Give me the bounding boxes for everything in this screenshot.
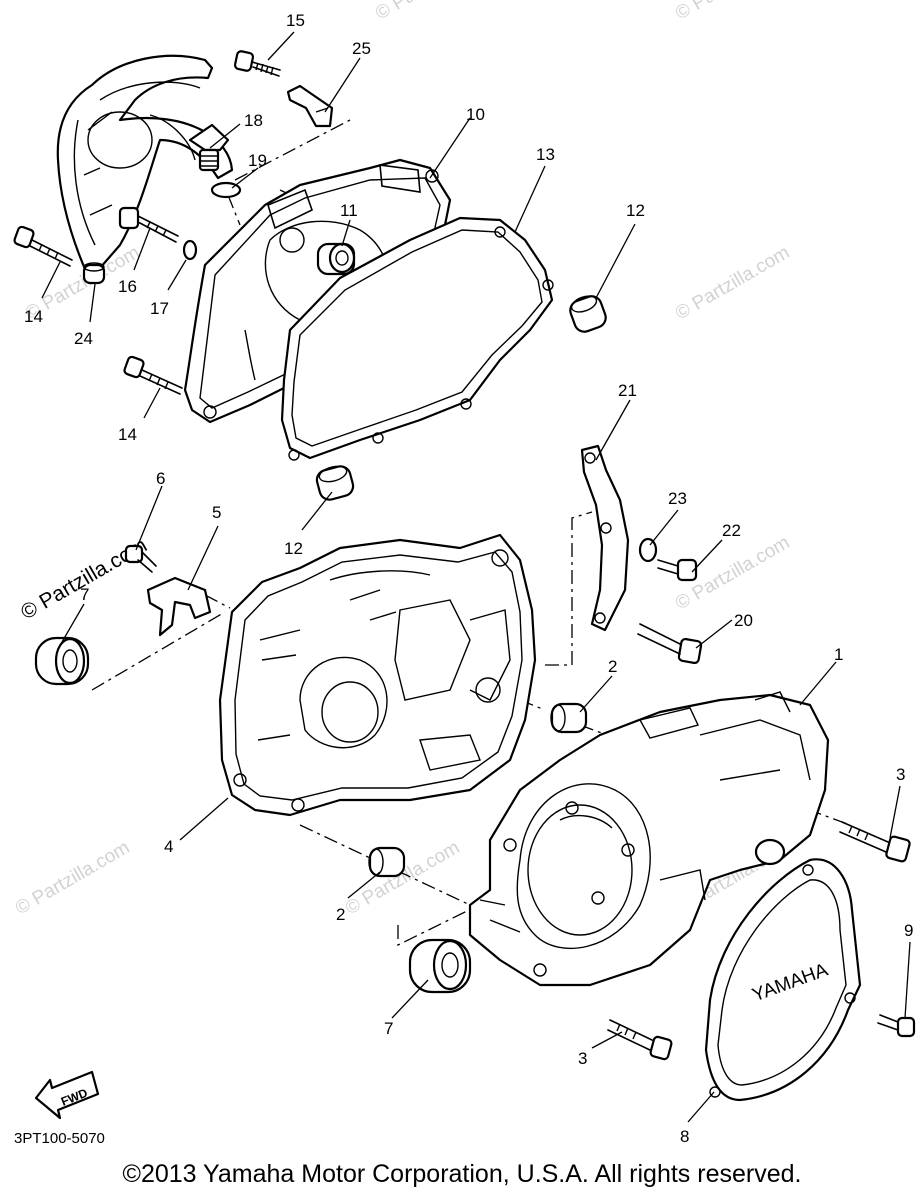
diagram-code: 3PT100-5070 — [14, 1130, 105, 1147]
fwd-arrow-icon: FWD — [34, 1070, 100, 1120]
copyright-notice: ©2013 Yamaha Motor Corporation, U.S.A. A… — [122, 1160, 802, 1188]
part-22-bolt — [657, 558, 698, 582]
callout-2: 2 — [608, 657, 617, 676]
part-7-seal-right — [408, 938, 472, 994]
part-4-left-crankcase — [218, 533, 537, 817]
part-17-washer — [182, 239, 198, 261]
part-15-bolt — [233, 50, 281, 77]
leader-lines — [41, 31, 911, 1123]
callout-12: 12 — [284, 539, 303, 558]
callout-3: 3 — [896, 765, 905, 784]
callout-14: 14 — [24, 307, 43, 326]
part-3-bolt-right — [839, 821, 911, 863]
callout-21: 21 — [618, 381, 637, 400]
callout-7: 7 — [80, 585, 89, 604]
callout-17: 17 — [150, 299, 169, 318]
callout-23: 23 — [668, 489, 687, 508]
callout-18: 18 — [244, 111, 263, 130]
part-1-right-crankcase — [468, 691, 830, 987]
part-21-bracket — [580, 444, 630, 632]
callouts: 15 25 18 10 13 19 11 12 14 16 17 24 14 2… — [24, 11, 913, 1146]
callout-1: 1 — [834, 645, 843, 664]
watermark: © Partzilla.com — [672, 242, 793, 324]
part-2-dowel-upper — [550, 702, 588, 734]
watermark: © Partzilla.com — [12, 837, 133, 919]
callout-9: 9 — [904, 921, 913, 940]
callout-25: 25 — [352, 39, 371, 58]
part-11-bearing — [316, 242, 356, 276]
part-20-bolt — [637, 623, 703, 665]
part-14-bolt-upper — [13, 225, 73, 267]
part-9-screw — [877, 1014, 916, 1038]
part-16-bolt — [118, 206, 179, 243]
part-7-seal-left — [34, 636, 90, 686]
part-6-bolt — [124, 544, 157, 573]
callout-8: 8 — [680, 1127, 689, 1146]
callout-13: 13 — [536, 145, 555, 164]
callout-20: 20 — [734, 611, 753, 630]
part-18-sensor — [188, 123, 230, 172]
watermark: © Partzilla.com — [342, 837, 463, 919]
callout-10: 10 — [466, 105, 485, 124]
callout-6: 6 — [156, 469, 165, 488]
watermark: © Partzilla.com — [672, 0, 793, 24]
part-13-gasket — [280, 216, 554, 461]
callout-16: 16 — [118, 277, 137, 296]
callout-12: 12 — [626, 201, 645, 220]
callout-11: 11 — [340, 201, 358, 220]
callout-14: 14 — [118, 425, 137, 444]
callout-4: 4 — [164, 837, 173, 856]
part-2-dowel-lower — [368, 846, 406, 878]
callout-3: 3 — [578, 1049, 587, 1068]
part-8-generator-cover: YAMAHA — [704, 858, 862, 1102]
callout-15: 15 — [286, 11, 305, 30]
part-5-fork — [146, 576, 212, 637]
callout-19: 19 — [248, 151, 267, 170]
watermark: © Partzilla.com — [372, 0, 493, 24]
part-12-dowel-lower — [315, 465, 355, 501]
part-12-dowel-upper — [569, 295, 607, 333]
callout-22: 22 — [722, 521, 741, 540]
callout-7: 7 — [384, 1019, 393, 1038]
callout-24: 24 — [74, 329, 93, 348]
part-3-bolt-bottom — [607, 1019, 673, 1061]
part-23-washer — [638, 537, 658, 563]
callout-5: 5 — [212, 503, 221, 522]
part-24-collar — [82, 262, 106, 285]
callout-2: 2 — [336, 905, 345, 924]
part-14-bolt-lower — [123, 355, 183, 395]
part-10-clutch-cover — [183, 158, 452, 424]
part-25-clip — [286, 84, 334, 128]
